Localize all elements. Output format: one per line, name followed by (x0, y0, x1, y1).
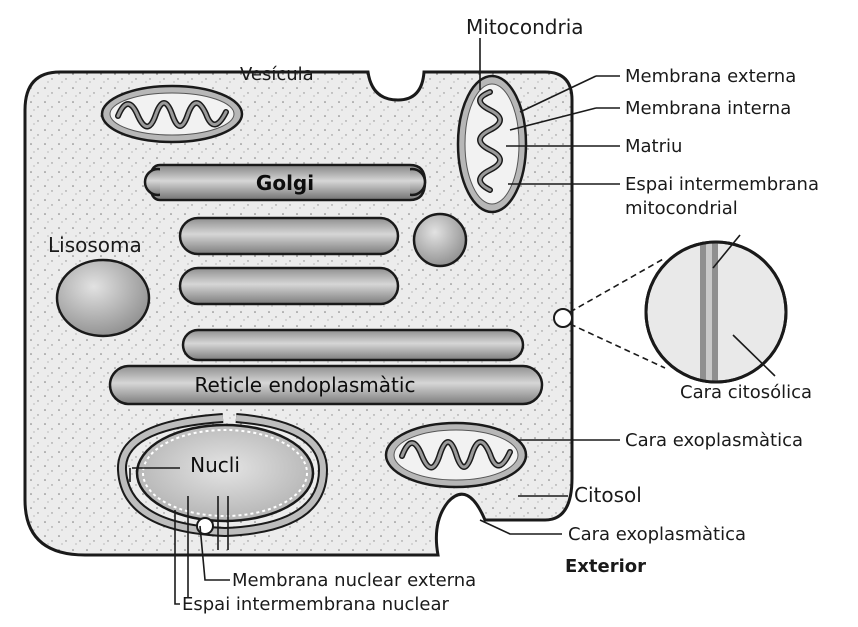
vesicle (414, 214, 466, 266)
cytosol-label: Citosol (574, 483, 642, 507)
mitochondrion-top-left (102, 86, 242, 142)
nucleus: Nucli (122, 418, 323, 534)
intermembrane-space-label-line1: Espai intermembrana (625, 174, 819, 195)
mitochondria-label: Mitocondria (466, 15, 584, 39)
er-cisterna (183, 330, 523, 360)
golgi-label: Golgi (256, 171, 314, 195)
inner-membrane-label: Membrana interna (625, 98, 791, 119)
lysosome-label: Lisosoma (48, 233, 142, 257)
outer-nuclear-membrane-label: Membrana nuclear externa (232, 570, 476, 591)
nuclear-pore-marker (197, 518, 213, 534)
mitochondrion-top-right (458, 76, 526, 212)
mitochondrion-bottom (386, 423, 526, 487)
exoplasmic-face-label-2: Cara exoplasmàtica (568, 524, 746, 545)
intermembrane-space-label-line2: mitocondrial (625, 198, 738, 219)
golgi: Golgi (145, 165, 425, 200)
er-label: Reticle endoplasmàtic (195, 373, 416, 397)
golgi-cisterna-2 (180, 268, 398, 304)
outer-membrane-label: Membrana externa (625, 66, 796, 87)
vesicle-label: Vesícula (240, 64, 314, 85)
lysosome (57, 260, 149, 336)
nuclear-intermembrane-space-label: Espai intermembrana nuclear (182, 594, 450, 615)
exterior-label: Exterior (565, 556, 646, 577)
matrix-label: Matriu (625, 136, 682, 157)
golgi-cisterna-1 (180, 218, 398, 254)
membrane-magnifier (554, 235, 786, 382)
cytosolic-face-label: Cara citosólica (680, 382, 812, 403)
nucleus-label: Nucli (190, 453, 240, 477)
exoplasmic-face-label-1: Cara exoplasmàtica (625, 430, 803, 451)
